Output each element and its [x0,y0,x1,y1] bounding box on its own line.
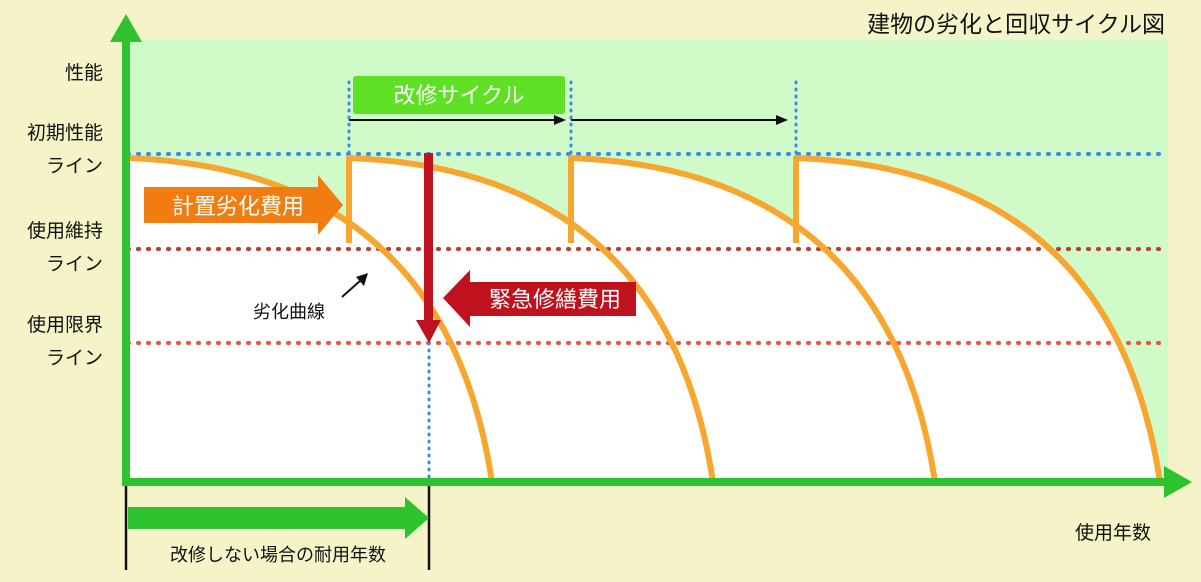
curve-pointer-head [356,273,368,286]
x-axis-arrowhead [1164,466,1192,498]
y-axis-top-label: 性能 [65,62,103,84]
curve-4 [793,155,1163,482]
curve-1 [128,155,495,482]
emergency-drop-head [416,320,441,343]
y-axis-arrowhead [110,14,142,42]
initial-line-label-1: 初期性能 [27,122,103,144]
lifespan-arrow [128,497,429,539]
limit-line-label-1: 使用限界 [27,314,103,336]
curve-2 [346,155,716,482]
limit-line-label-2: ライン [46,347,103,369]
emergency-drop-shaft [424,153,433,325]
diagram-title: 建物の劣化と回収サイクル図 [867,12,1165,38]
cycle-arrowhead-2 [776,115,788,125]
curve-fills [128,158,1160,482]
y-axis [122,38,130,486]
repair-cycle-box [353,76,565,114]
x-axis-label: 使用年数 [1075,522,1151,544]
deterioration-curves [128,155,1163,482]
planned-cost-label: 計置劣化費用 [172,195,304,220]
lifespan-without-repair-label: 改修しない場合の耐用年数 [170,545,386,566]
repair-cycle-label: 改修サイクル [394,84,525,109]
curve-pointer-line [341,279,362,298]
emergency-cost-arrow [443,270,636,327]
planned-cost-arrow [144,175,343,235]
cycle-arrows [349,115,788,125]
maintenance-line-label-1: 使用維持 [27,220,103,242]
emergency-cost-label: 緊急修繕費用 [489,288,621,313]
curve-fill-4 [796,158,1160,482]
curve-3 [568,155,938,482]
initial-line-label-2: ライン [46,155,103,177]
maintenance-line-label-2: ライン [46,253,103,275]
x-axis [122,478,1174,486]
deterioration-curve-label: 劣化曲線 [253,302,325,323]
cycle-arrowhead-1 [554,115,566,125]
